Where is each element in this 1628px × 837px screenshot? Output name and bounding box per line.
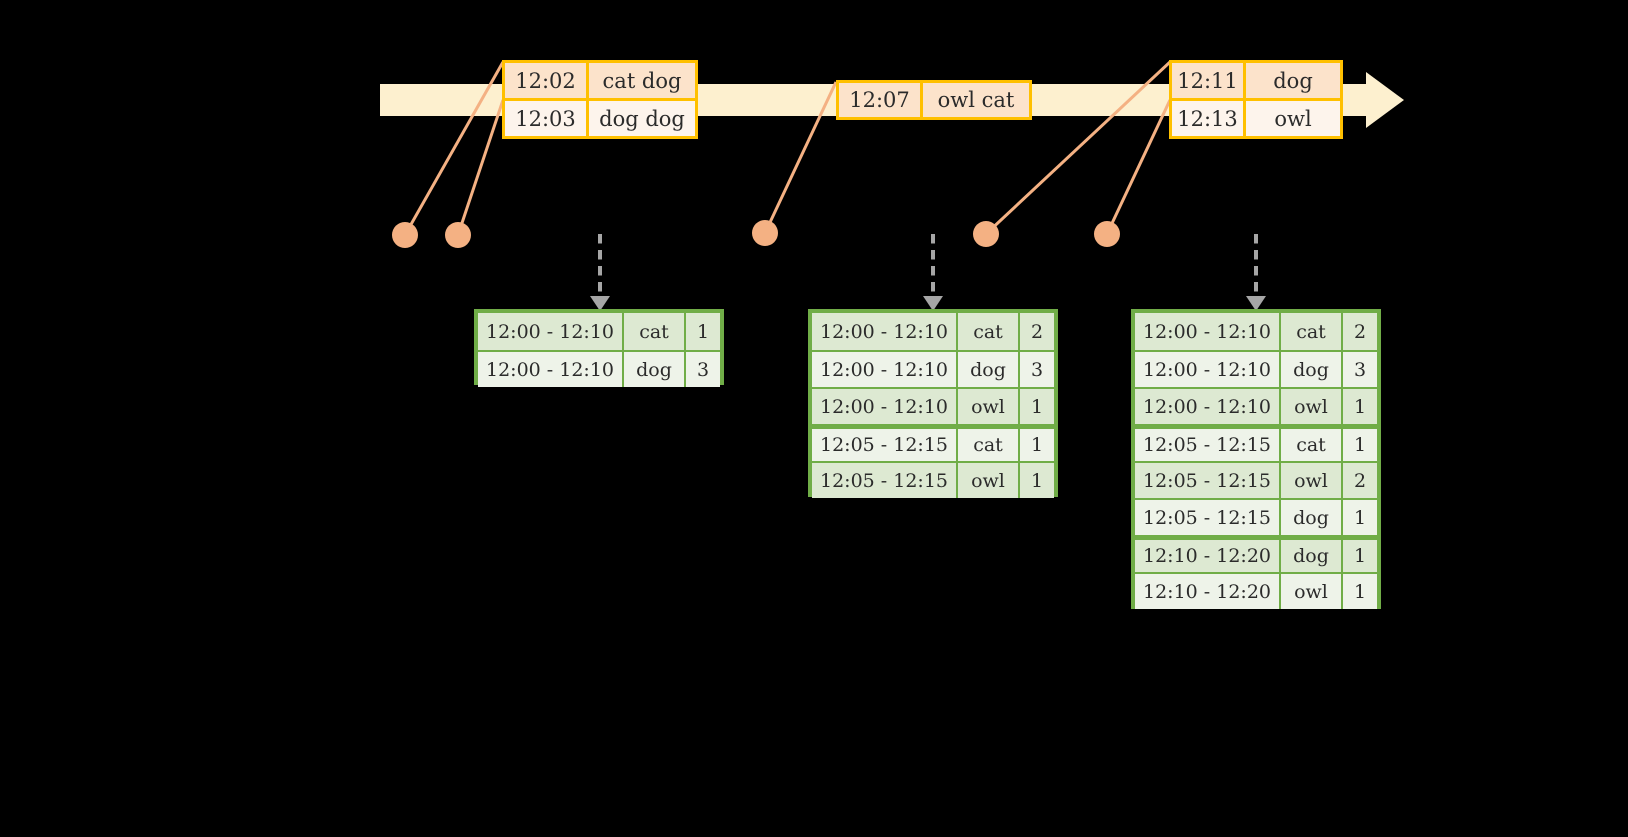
table-row: 12:00 - 12:10 cat 2 [812, 313, 1054, 350]
table-row: 12:00 - 12:10 cat 1 [478, 313, 720, 350]
key-cell: owl [958, 389, 1020, 424]
count-cell: 3 [696, 358, 710, 381]
count-cell: 1 [1030, 434, 1044, 456]
count-cell: 3 [1030, 358, 1044, 381]
dashed-arrow-3 [1246, 234, 1266, 311]
window-cell: 12:10 - 12:20 [1135, 574, 1281, 609]
window-cell: 12:05 - 12:15 [812, 429, 958, 461]
event-words: dog dog [599, 106, 685, 131]
key-cell: owl [1281, 463, 1343, 498]
connector-dot-3 [752, 220, 778, 246]
event-words: dog [1273, 68, 1313, 93]
connector-dot-2 [445, 222, 471, 248]
event-row: 12:11 dog [1172, 63, 1340, 98]
count-cell: 2 [1353, 469, 1367, 492]
table-row: 12:05 - 12:15 dog 1 [1135, 498, 1377, 535]
result-table-2[interactable]: 12:00 - 12:10 cat 2 12:00 - 12:10 dog 3 … [808, 309, 1058, 498]
event-time: 12:03 [505, 101, 589, 136]
key-cell: cat [624, 313, 686, 350]
event-box-2[interactable]: 12:07 owl cat [836, 80, 1032, 120]
key-cell: dog [958, 352, 1020, 387]
window-cell: 12:10 - 12:20 [1135, 540, 1281, 572]
timeline-arrow-head [1366, 72, 1404, 128]
count-cell: 1 [1353, 545, 1367, 567]
key-cell: dog [1281, 540, 1343, 572]
event-time: 12:11 [1172, 63, 1246, 98]
table-row: 12:00 - 12:10 owl 1 [1135, 387, 1377, 424]
event-row: 12:07 owl cat [839, 83, 1029, 117]
count-cell: 1 [1353, 434, 1367, 456]
window-cell: 12:00 - 12:10 [1135, 389, 1281, 424]
event-time: 12:02 [505, 63, 589, 98]
table-row: 12:00 - 12:10 cat 2 [1135, 313, 1377, 350]
table-row: 12:00 - 12:10 dog 3 [1135, 350, 1377, 387]
key-cell: cat [1281, 313, 1343, 350]
event-row: 12:02 cat dog [505, 63, 695, 98]
result-table-3[interactable]: 12:00 - 12:10 cat 2 12:00 - 12:10 dog 3 … [1131, 309, 1381, 609]
key-cell: owl [1281, 574, 1343, 609]
table-row: 12:10 - 12:20 owl 1 [1135, 572, 1377, 609]
event-box-1[interactable]: 12:02 cat dog 12:03 dog dog [502, 60, 698, 139]
window-cell: 12:00 - 12:10 [478, 352, 624, 387]
table-row: 12:05 - 12:15 cat 1 [1135, 424, 1377, 461]
count-cell: 2 [1030, 320, 1044, 343]
key-cell: dog [624, 352, 686, 387]
key-cell: dog [1281, 500, 1343, 535]
key-cell: dog [1281, 352, 1343, 387]
window-cell: 12:00 - 12:10 [812, 352, 958, 387]
window-cell: 12:00 - 12:10 [812, 389, 958, 424]
connector-dot-5 [1094, 221, 1120, 247]
count-cell: 1 [1353, 395, 1367, 418]
event-time: 12:13 [1172, 101, 1246, 136]
table-row: 12:05 - 12:15 cat 1 [812, 424, 1054, 461]
count-cell: 1 [1353, 580, 1367, 603]
event-row: 12:03 dog dog [505, 98, 695, 136]
result-table-1[interactable]: 12:00 - 12:10 cat 1 12:00 - 12:10 dog 3 [474, 309, 724, 387]
key-cell: owl [958, 463, 1020, 498]
key-cell: cat [958, 313, 1020, 350]
window-cell: 12:00 - 12:10 [812, 313, 958, 350]
table-row: 12:00 - 12:10 dog 3 [812, 350, 1054, 387]
window-cell: 12:05 - 12:15 [1135, 463, 1281, 498]
event-words: owl cat [937, 88, 1015, 112]
connector-dot-4 [973, 221, 999, 247]
window-cell: 12:00 - 12:10 [1135, 313, 1281, 350]
window-cell: 12:05 - 12:15 [1135, 500, 1281, 535]
window-cell: 12:05 - 12:15 [1135, 429, 1281, 461]
count-cell: 1 [1030, 469, 1044, 492]
key-cell: cat [1281, 429, 1343, 461]
event-box-3[interactable]: 12:11 dog 12:13 owl [1169, 60, 1343, 139]
table-row: 12:00 - 12:10 owl 1 [812, 387, 1054, 424]
count-cell: 1 [1353, 506, 1367, 529]
count-cell: 1 [696, 320, 710, 343]
key-cell: owl [1281, 389, 1343, 424]
count-cell: 2 [1353, 320, 1367, 343]
table-row: 12:00 - 12:10 dog 3 [478, 350, 720, 387]
dashed-arrow-2 [923, 234, 943, 311]
event-words: owl [1274, 106, 1312, 131]
window-cell: 12:00 - 12:10 [1135, 352, 1281, 387]
event-row: 12:13 owl [1172, 98, 1340, 136]
table-row: 12:05 - 12:15 owl 2 [1135, 461, 1377, 498]
window-cell: 12:05 - 12:15 [812, 463, 958, 498]
connector-dot-1 [392, 222, 418, 248]
count-cell: 3 [1353, 358, 1367, 381]
dashed-arrow-1 [590, 234, 610, 311]
table-row: 12:10 - 12:20 dog 1 [1135, 535, 1377, 572]
window-cell: 12:00 - 12:10 [478, 313, 624, 350]
count-cell: 1 [1030, 395, 1044, 418]
event-time: 12:07 [839, 83, 923, 117]
table-row: 12:05 - 12:15 owl 1 [812, 461, 1054, 498]
event-words: cat dog [602, 68, 682, 93]
key-cell: cat [958, 429, 1020, 461]
